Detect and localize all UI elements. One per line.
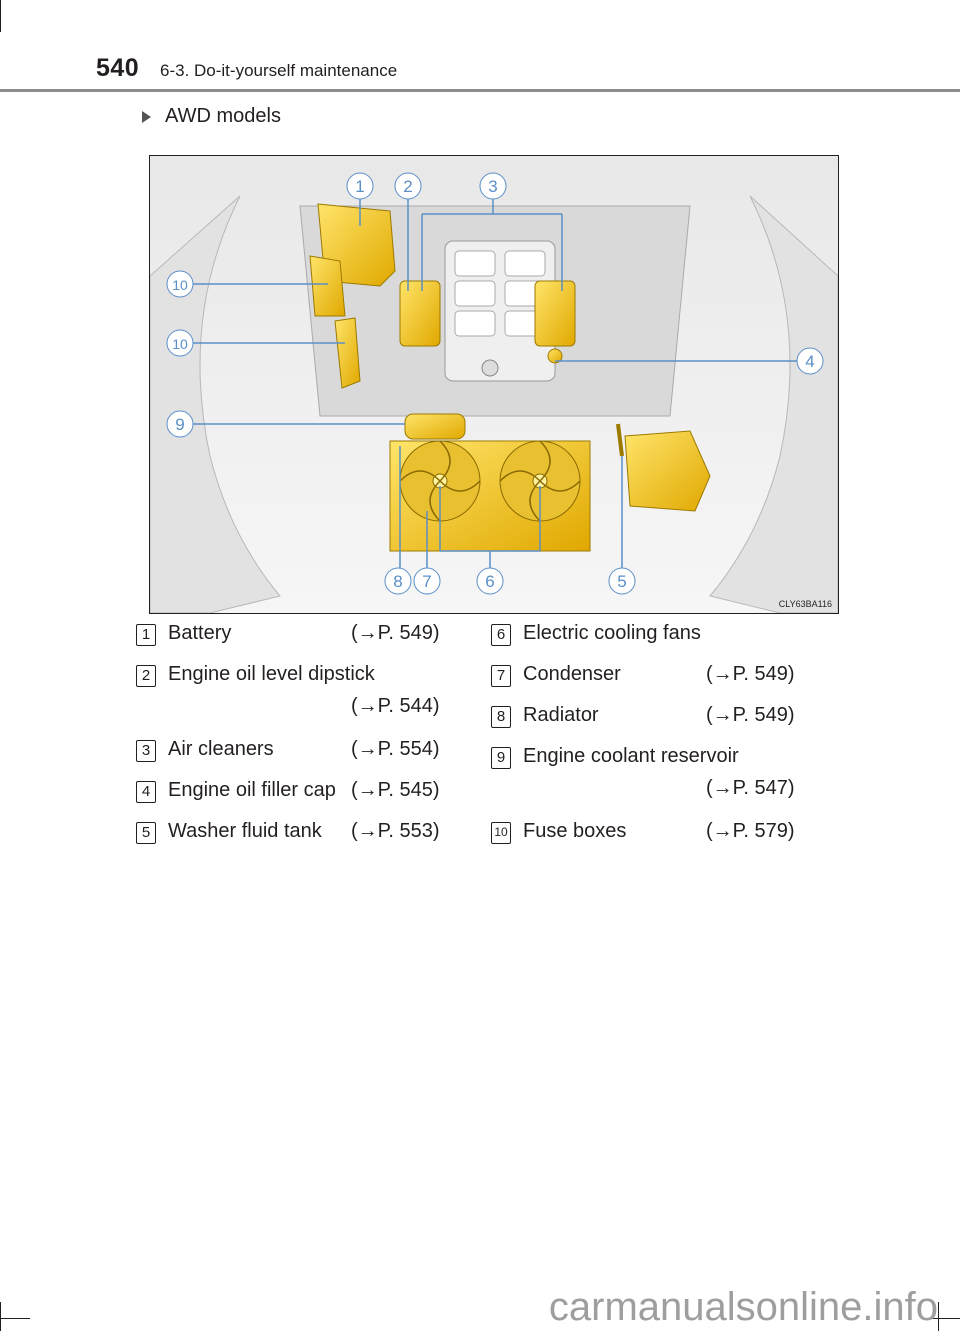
subheading: AWD models	[142, 105, 281, 128]
page-reference[interactable]: (→P. 554)	[351, 738, 440, 760]
crop-mark	[0, 1302, 1, 1331]
number-badge: 9	[491, 747, 511, 769]
callout-1: 1	[355, 177, 364, 196]
item-label: Air cleaners	[168, 738, 274, 760]
callout-6: 6	[485, 572, 494, 591]
legend-item-washer-fluid-tank: 5 Washer fluid tank (→P. 553)	[136, 818, 461, 848]
callout-10b: 10	[172, 336, 188, 352]
number-badge: 3	[136, 740, 156, 762]
triangle-bullet-icon	[142, 110, 151, 123]
page-reference[interactable]: (→P. 553)	[351, 820, 440, 842]
legend-item-fuse-boxes: 10 Fuse boxes (→P. 579)	[491, 818, 821, 848]
crop-mark	[930, 1318, 960, 1319]
callout-9: 9	[175, 415, 184, 434]
callout-4: 4	[805, 352, 814, 371]
legend-item-battery: 1 Battery (→P. 549)	[136, 620, 461, 650]
callout-2: 2	[403, 177, 412, 196]
callout-5: 5	[617, 572, 626, 591]
page-reference[interactable]: (→P. 547)	[706, 777, 795, 799]
item-label: Engine oil level dipstick	[168, 663, 375, 685]
callout-7: 7	[422, 572, 431, 591]
crop-mark	[938, 1302, 939, 1331]
legend-item-oil-filler-cap: 4 Engine oil filler cap (→P. 545)	[136, 777, 461, 807]
callout-10a: 10	[172, 277, 188, 293]
item-label: Fuse boxes	[523, 820, 627, 842]
callout-3: 3	[488, 177, 497, 196]
page-reference[interactable]: (→P. 549)	[706, 663, 795, 685]
page-reference[interactable]: (→P. 549)	[351, 622, 440, 644]
item-label: Condenser	[523, 663, 621, 685]
page-reference[interactable]: (→P. 549)	[706, 704, 795, 726]
number-badge: 1	[136, 624, 156, 646]
number-badge: 4	[136, 781, 156, 803]
number-badge: 10	[491, 822, 511, 844]
page-number: 540	[96, 54, 140, 82]
legend-item-coolant-reservoir: 9 Engine coolant reservoir (→P. 547)	[491, 743, 821, 807]
item-label: Washer fluid tank	[168, 820, 322, 842]
callout-8: 8	[393, 572, 402, 591]
number-badge: 8	[491, 706, 511, 728]
page-reference[interactable]: (→P. 544)	[351, 695, 440, 717]
header-rule	[0, 89, 960, 92]
number-badge: 6	[491, 624, 511, 646]
legend-item-condenser: 7 Condenser (→P. 549)	[491, 661, 821, 691]
page-reference[interactable]: (→P. 579)	[706, 820, 795, 842]
engine-compartment-figure: 1 2 3 4 5 6 7 8 9 10 10 CLY63BA116	[149, 155, 839, 614]
engine-illustration: 1 2 3 4 5 6 7 8 9 10 10	[150, 156, 838, 613]
legend-item-air-cleaners: 3 Air cleaners (→P. 554)	[136, 736, 461, 766]
watermark: carmanualsonline.info	[548, 1285, 938, 1329]
crop-mark	[0, 0, 1, 32]
number-badge: 5	[136, 822, 156, 844]
item-label: Engine oil filler cap	[168, 779, 336, 801]
page-reference[interactable]: (→P. 545)	[351, 779, 440, 801]
item-label: Engine coolant reservoir	[523, 745, 739, 767]
figure-code: CLY63BA116	[778, 599, 832, 609]
item-label: Battery	[168, 622, 232, 644]
legend-item-radiator: 8 Radiator (→P. 549)	[491, 702, 821, 732]
item-label: Electric cooling fans	[523, 622, 701, 644]
item-label: Radiator	[523, 704, 599, 726]
number-badge: 7	[491, 665, 511, 687]
legend-item-dipstick: 2 Engine oil level dipstick (→P. 544)	[136, 661, 461, 725]
section-title: 6-3. Do-it-yourself maintenance	[160, 61, 398, 80]
number-badge: 2	[136, 665, 156, 687]
legend-item-cooling-fans: 6 Electric cooling fans	[491, 620, 821, 650]
subheading-text: AWD models	[165, 105, 281, 127]
crop-mark	[0, 1318, 30, 1319]
